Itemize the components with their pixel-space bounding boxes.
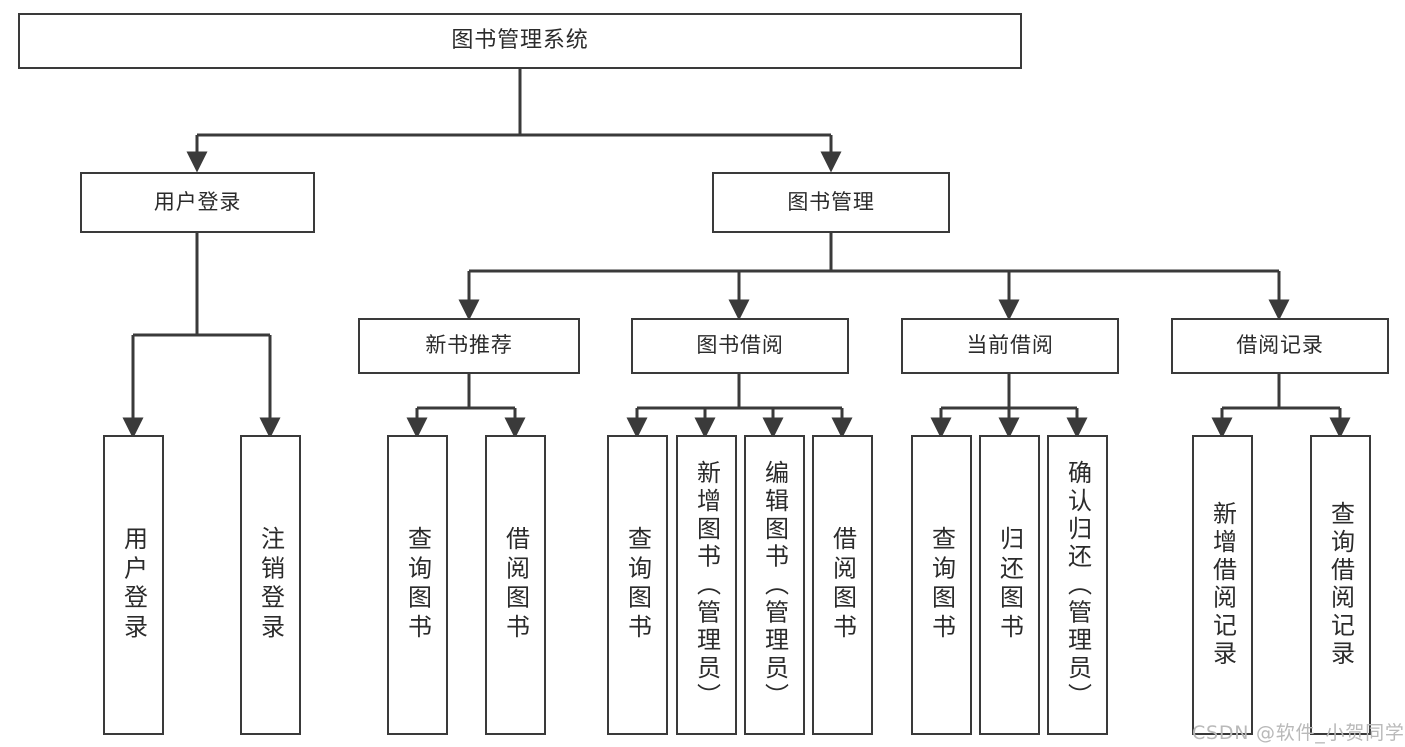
node-borrow-record-label: 借阅记录 (1236, 333, 1324, 358)
node-root[interactable]: 图书管理系统 (18, 13, 1022, 69)
node-leaf-borrow-book-2[interactable]: 借阅图书 (812, 435, 873, 735)
node-leaf-confirm-return[interactable]: 确认归还（管理员） (1047, 435, 1108, 735)
node-leaf-query-record[interactable]: 查询借阅记录 (1310, 435, 1371, 735)
node-leaf-logout-login-label: 注销登录 (256, 526, 285, 644)
node-book-manage[interactable]: 图书管理 (712, 172, 950, 233)
node-root-label: 图书管理系统 (451, 28, 589, 54)
node-leaf-add-book[interactable]: 新增图书（管理员） (676, 435, 737, 735)
csdn-watermark: CSDN @软件_小贺同学 (1192, 722, 1405, 744)
node-user-login[interactable]: 用户登录 (80, 172, 315, 233)
node-leaf-query-book-1-label: 查询图书 (403, 526, 432, 644)
node-book-borrow-label: 图书借阅 (696, 333, 784, 358)
node-new-book-recommend[interactable]: 新书推荐 (358, 318, 580, 374)
node-book-manage-label: 图书管理 (787, 189, 875, 214)
node-leaf-query-book-2[interactable]: 查询图书 (607, 435, 668, 735)
node-leaf-query-book-3[interactable]: 查询图书 (911, 435, 972, 735)
node-book-borrow[interactable]: 图书借阅 (631, 318, 849, 374)
node-leaf-query-book-3-label: 查询图书 (927, 526, 956, 644)
node-borrow-record[interactable]: 借阅记录 (1171, 318, 1389, 374)
node-leaf-add-record[interactable]: 新增借阅记录 (1192, 435, 1253, 735)
node-leaf-borrow-book-2-label: 借阅图书 (828, 526, 857, 644)
node-leaf-confirm-return-label: 确认归还（管理员） (1063, 459, 1092, 711)
node-leaf-borrow-book-1[interactable]: 借阅图书 (485, 435, 546, 735)
node-leaf-return-book[interactable]: 归还图书 (979, 435, 1040, 735)
node-new-book-recommend-label: 新书推荐 (425, 333, 513, 358)
node-leaf-return-book-label: 归还图书 (995, 526, 1024, 644)
node-user-login-label: 用户登录 (153, 189, 242, 214)
node-leaf-logout-login[interactable]: 注销登录 (240, 435, 301, 735)
node-leaf-add-book-label: 新增图书（管理员） (692, 459, 721, 711)
node-leaf-query-book-1[interactable]: 查询图书 (387, 435, 448, 735)
node-leaf-edit-book-label: 编辑图书（管理员） (760, 459, 789, 711)
node-leaf-query-book-2-label: 查询图书 (623, 526, 652, 644)
node-current-borrow-label: 当前借阅 (966, 333, 1054, 358)
node-leaf-borrow-book-1-label: 借阅图书 (501, 526, 530, 644)
node-leaf-query-record-label: 查询借阅记录 (1326, 501, 1355, 669)
node-leaf-user-login[interactable]: 用户登录 (103, 435, 164, 735)
node-leaf-add-record-label: 新增借阅记录 (1208, 501, 1237, 669)
node-leaf-user-login-label: 用户登录 (119, 526, 148, 644)
node-current-borrow[interactable]: 当前借阅 (901, 318, 1119, 374)
node-leaf-edit-book[interactable]: 编辑图书（管理员） (744, 435, 805, 735)
